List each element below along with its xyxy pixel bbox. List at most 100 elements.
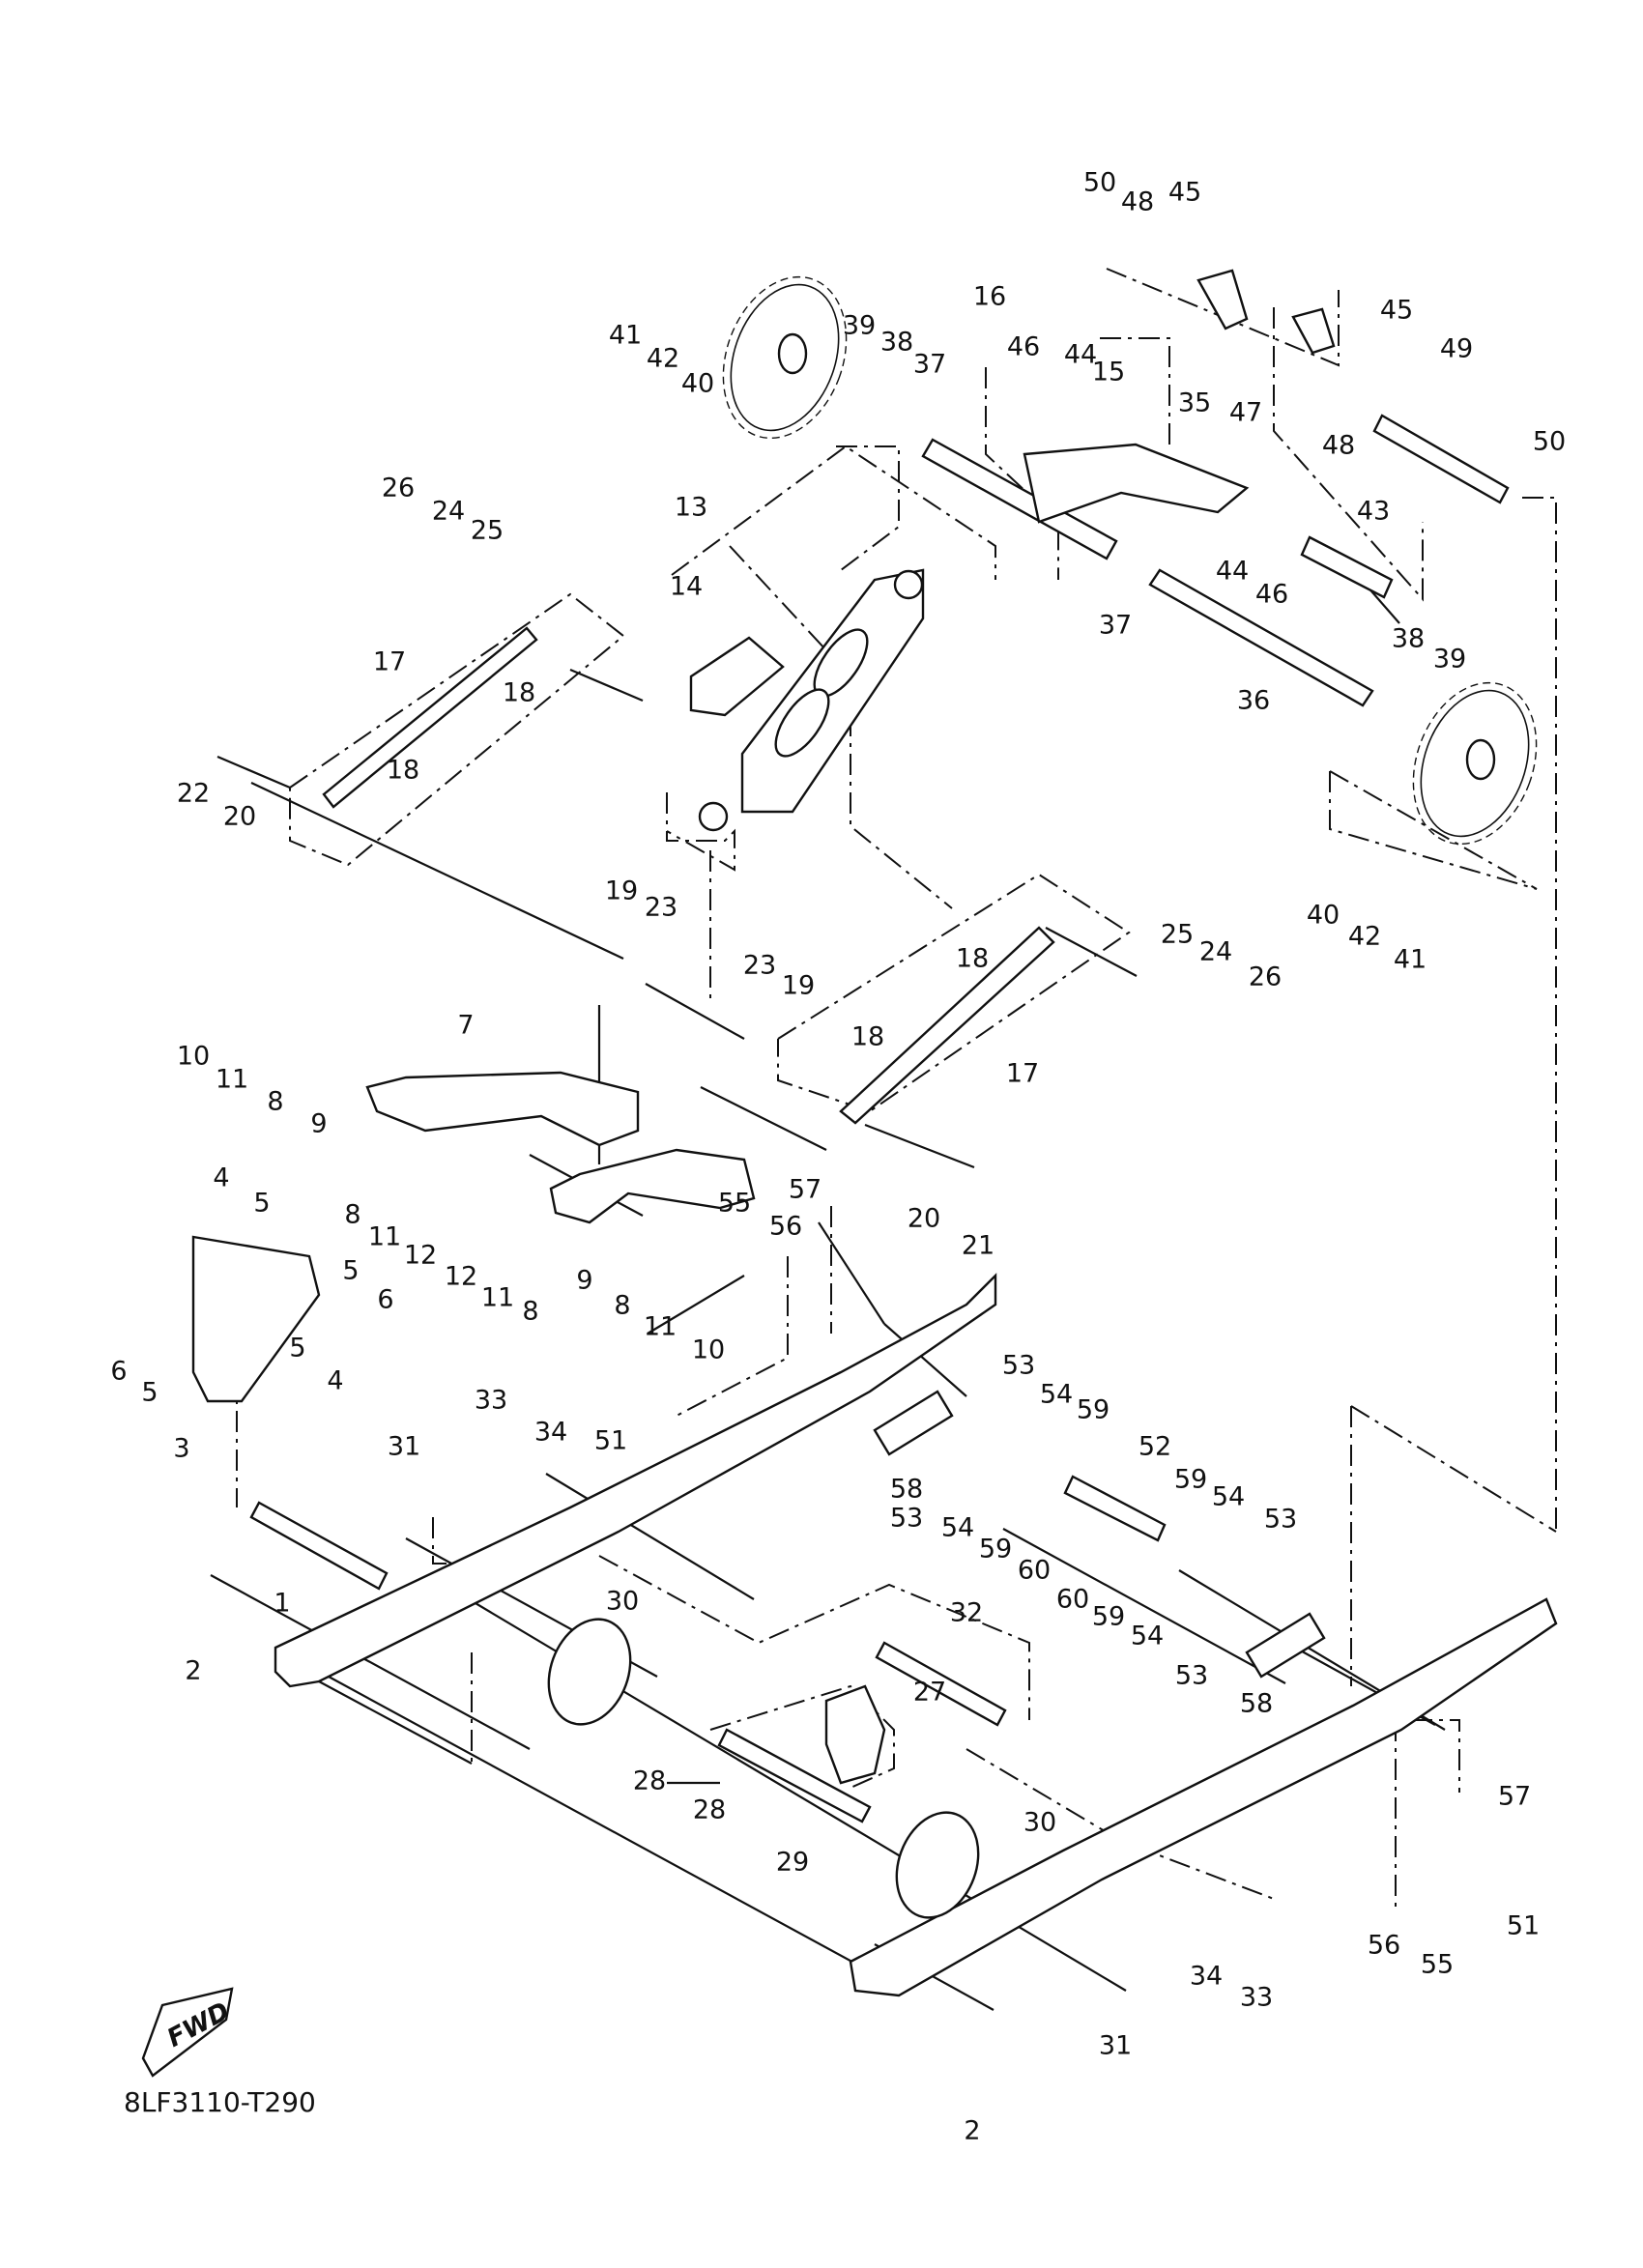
part-callout-9: 9 xyxy=(310,1109,327,1139)
part-callout-44: 44 xyxy=(1064,340,1097,370)
part-callout-46: 46 xyxy=(1255,580,1288,610)
part-callout-56: 56 xyxy=(769,1212,802,1242)
part-callout-31: 31 xyxy=(1099,2031,1132,2061)
part-callout-47: 47 xyxy=(1229,398,1262,428)
part-callout-50: 50 xyxy=(1083,168,1116,198)
part-callout-24: 24 xyxy=(432,497,465,527)
part-callout-15: 15 xyxy=(1092,358,1125,388)
part-callout-40: 40 xyxy=(681,369,714,399)
part-callout-10: 10 xyxy=(177,1042,210,1072)
part-callout-60: 60 xyxy=(1056,1585,1089,1615)
part-callout-60: 60 xyxy=(1018,1556,1051,1586)
part-callout-11: 11 xyxy=(481,1283,514,1313)
part-callout-41: 41 xyxy=(609,321,642,351)
part-callout-45: 45 xyxy=(1380,296,1413,326)
part-callout-9: 9 xyxy=(576,1266,592,1296)
part-callout-11: 11 xyxy=(216,1065,248,1095)
part-callout-13: 13 xyxy=(675,493,707,523)
part-callout-17: 17 xyxy=(1006,1059,1039,1089)
part-callout-8: 8 xyxy=(267,1087,283,1117)
part-callout-12: 12 xyxy=(404,1241,437,1271)
part-callout-41: 41 xyxy=(1394,945,1427,975)
part-callout-40: 40 xyxy=(1307,901,1340,931)
part-callout-8: 8 xyxy=(344,1200,360,1230)
part-callout-52: 52 xyxy=(1139,1432,1171,1462)
part-callout-33: 33 xyxy=(475,1386,507,1416)
part-callout-39: 39 xyxy=(843,311,876,341)
part-callout-37: 37 xyxy=(1099,611,1132,641)
part-callout-5: 5 xyxy=(253,1189,270,1219)
part-callout-59: 59 xyxy=(1092,1602,1125,1632)
part-callout-53: 53 xyxy=(1175,1661,1208,1691)
part-callout-32: 32 xyxy=(950,1598,983,1628)
part-callout-58: 58 xyxy=(890,1475,923,1505)
part-callout-33: 33 xyxy=(1240,1983,1273,2013)
part-callout-42: 42 xyxy=(1348,922,1381,952)
part-callout-54: 54 xyxy=(1212,1482,1245,1512)
part-callout-36: 36 xyxy=(1237,686,1270,716)
part-callout-6: 6 xyxy=(377,1285,393,1315)
part-callout-22: 22 xyxy=(177,779,210,809)
assembly-outlines xyxy=(236,268,1557,1909)
part-callout-59: 59 xyxy=(1174,1465,1207,1495)
part-callout-35: 35 xyxy=(1178,388,1211,418)
part-callout-53: 53 xyxy=(1002,1351,1035,1381)
part-callout-53: 53 xyxy=(1264,1505,1297,1535)
part-callout-18: 18 xyxy=(851,1022,884,1052)
part-callout-48: 48 xyxy=(1121,187,1154,217)
part-callout-58: 58 xyxy=(1240,1689,1273,1719)
part-callout-46: 46 xyxy=(1007,332,1040,362)
part-callout-54: 54 xyxy=(1040,1380,1073,1410)
part-callout-8: 8 xyxy=(614,1291,630,1321)
part-callout-5: 5 xyxy=(141,1378,158,1408)
part-callout-38: 38 xyxy=(880,328,913,358)
part-callout-27: 27 xyxy=(913,1678,946,1708)
part-callout-53: 53 xyxy=(890,1504,923,1534)
part-callout-57: 57 xyxy=(789,1175,822,1205)
part-callout-26: 26 xyxy=(382,474,415,503)
part-callout-23: 23 xyxy=(645,893,677,923)
part-callout-45: 45 xyxy=(1168,178,1201,208)
part-callout-38: 38 xyxy=(1392,624,1425,654)
parts xyxy=(191,269,1558,1997)
diagram-code-label: 8LF3110-T290 xyxy=(124,2086,316,2118)
part-callout-34: 34 xyxy=(1190,1962,1223,1992)
part-callout-54: 54 xyxy=(1131,1622,1164,1651)
part-callout-37: 37 xyxy=(913,350,946,380)
part-callout-56: 56 xyxy=(1368,1931,1400,1961)
part-callout-19: 19 xyxy=(782,971,815,1001)
part-callout-20: 20 xyxy=(223,802,256,832)
part-callout-51: 51 xyxy=(1507,1911,1540,1941)
fwd-direction-badge: FWD xyxy=(141,1987,235,2078)
part-callout-12: 12 xyxy=(445,1262,477,1292)
part-callout-26: 26 xyxy=(1249,962,1282,992)
part-callout-11: 11 xyxy=(644,1312,677,1342)
part-callout-10: 10 xyxy=(692,1335,725,1365)
part-callout-59: 59 xyxy=(979,1535,1012,1565)
part-callout-7: 7 xyxy=(457,1011,474,1041)
part-callout-16: 16 xyxy=(973,282,1006,312)
part-callout-28: 28 xyxy=(633,1766,666,1796)
part-callout-49: 49 xyxy=(1440,334,1473,364)
part-callout-30: 30 xyxy=(606,1587,639,1617)
part-callout-8: 8 xyxy=(522,1297,538,1327)
part-callout-43: 43 xyxy=(1357,497,1390,527)
part-callout-48: 48 xyxy=(1322,431,1355,461)
part-callout-24: 24 xyxy=(1199,937,1232,967)
part-callout-2: 2 xyxy=(964,2116,980,2146)
part-callout-55: 55 xyxy=(718,1189,751,1219)
part-callout-4: 4 xyxy=(327,1366,343,1396)
part-callout-1: 1 xyxy=(274,1589,290,1619)
part-callout-51: 51 xyxy=(594,1426,627,1456)
part-callout-18: 18 xyxy=(387,756,419,786)
part-callout-34: 34 xyxy=(534,1418,567,1448)
part-callout-50: 50 xyxy=(1533,427,1566,457)
part-callout-4: 4 xyxy=(213,1163,229,1193)
part-callout-54: 54 xyxy=(941,1513,974,1543)
part-callout-42: 42 xyxy=(647,344,679,374)
part-callout-20: 20 xyxy=(908,1204,940,1234)
part-callout-3: 3 xyxy=(173,1434,189,1464)
part-callout-18: 18 xyxy=(503,678,535,708)
